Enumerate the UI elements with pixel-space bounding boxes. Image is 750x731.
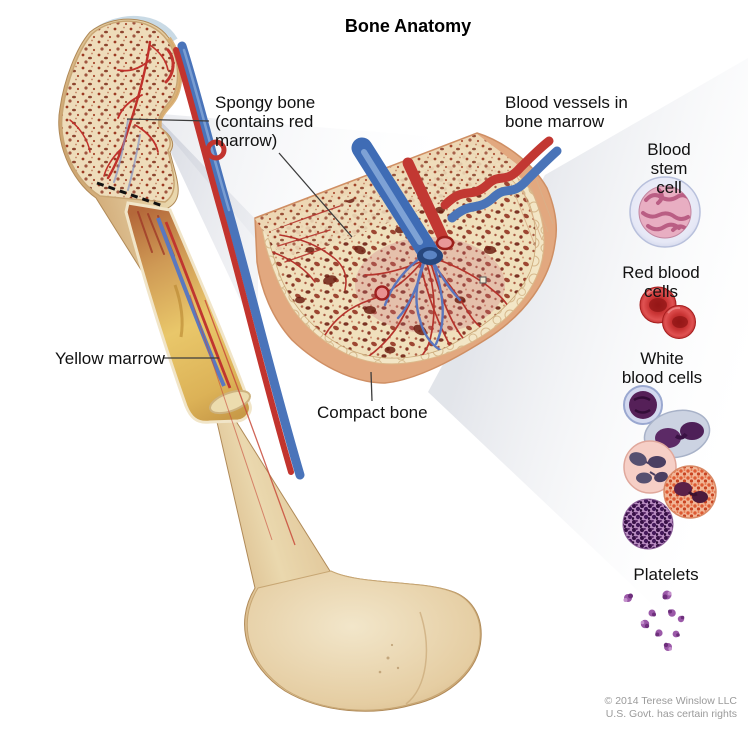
small-square-marker bbox=[479, 276, 487, 284]
inset-cross-section bbox=[254, 132, 562, 384]
copyright-notice: © 2014 Terese Winslow LLC U.S. Govt. has… bbox=[604, 695, 737, 720]
leader-lines bbox=[126, 118, 373, 402]
label-yellow-marrow: Yellow marrow bbox=[55, 349, 165, 368]
label-platelets: Platelets bbox=[633, 565, 699, 584]
label-compact-bone: Compact bone bbox=[317, 403, 428, 422]
label-red-blood-cells: Red blood cells bbox=[622, 263, 700, 301]
platelets-illustration bbox=[623, 590, 685, 651]
red-blood-cells-illustration bbox=[639, 286, 696, 339]
label-spongy-bone: Spongy bone (contains red marrow) bbox=[215, 93, 316, 150]
label-blood-stem-cell: Blood stem cell bbox=[647, 140, 691, 197]
blood-stem-cell-illustration bbox=[629, 176, 701, 248]
femur-illustration bbox=[58, 15, 482, 712]
white-blood-cells-illustration bbox=[622, 385, 717, 550]
label-white-blood-cells: White blood cells bbox=[621, 349, 703, 387]
page-title: Bone Anatomy bbox=[344, 16, 472, 36]
label-blood-vessels: Blood vessels in bone marrow bbox=[505, 93, 628, 131]
